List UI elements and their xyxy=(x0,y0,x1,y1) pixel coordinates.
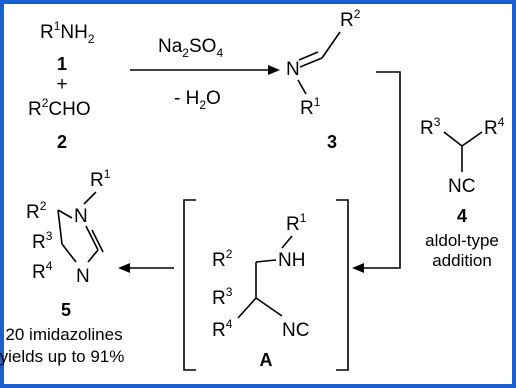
compound-1: R1NH2 1 xyxy=(40,19,95,74)
compound-5: R1 N R2 R3 N R4 5 20 imidazolines yields… xyxy=(0,167,124,366)
step-3-arrow xyxy=(118,263,174,273)
compound-4-r3: R3 xyxy=(420,115,441,139)
compound-3-r1: R1 xyxy=(300,95,321,119)
compound-3-number: 3 xyxy=(327,132,337,152)
compound-3-n: N xyxy=(286,59,300,80)
compound-5-r3: R3 xyxy=(32,229,53,253)
plus-sign: + xyxy=(56,74,67,95)
intermediate-brackets xyxy=(183,199,349,371)
compound-4-r4: R4 xyxy=(484,115,505,139)
compound-4-number: 4 xyxy=(457,206,467,226)
compound-4: R3 R4 NC 4 aldol-type addition xyxy=(420,115,505,270)
compound-3: R2 N R1 3 xyxy=(286,7,361,152)
compound-2: R2CHO 2 xyxy=(28,96,91,152)
compound-3-r2: R2 xyxy=(340,7,361,31)
result-line-1: 20 imidazolines xyxy=(5,325,122,344)
a-label: A xyxy=(260,350,273,370)
step-2-caption-line-1: aldol-type xyxy=(425,231,499,250)
result-line-2: yields up to 91% xyxy=(0,347,124,366)
compound-1-number: 1 xyxy=(57,54,67,74)
compound-4-nc: NC xyxy=(448,176,475,197)
a-r3: R3 xyxy=(212,285,233,309)
connector-arrow xyxy=(352,71,401,273)
compound-5-r2: R2 xyxy=(26,199,47,223)
compound-5-r4: R4 xyxy=(32,259,53,283)
compound-2-number: 2 xyxy=(57,132,67,152)
a-nc: NC xyxy=(282,320,309,341)
intermediate-a: R1 NH R2 R3 R4 NC A xyxy=(212,211,309,370)
compound-2-formula: R2CHO xyxy=(28,96,91,120)
reagent-label: Na2SO4 xyxy=(158,36,223,60)
compound-1-formula: R1NH2 xyxy=(40,19,95,46)
a-r2: R2 xyxy=(212,247,233,271)
a-nh: NH xyxy=(278,250,305,271)
a-r1: R1 xyxy=(286,211,307,235)
condition-label: - H2O xyxy=(174,88,221,112)
a-r4: R4 xyxy=(212,317,233,341)
compound-5-n1: N xyxy=(74,206,88,227)
compound-5-n2: N xyxy=(76,266,90,287)
compound-5-r1: R1 xyxy=(90,167,111,191)
step-2-caption-line-2: addition xyxy=(432,251,492,270)
step-1-arrow xyxy=(130,65,280,75)
compound-5-number: 5 xyxy=(61,300,71,320)
